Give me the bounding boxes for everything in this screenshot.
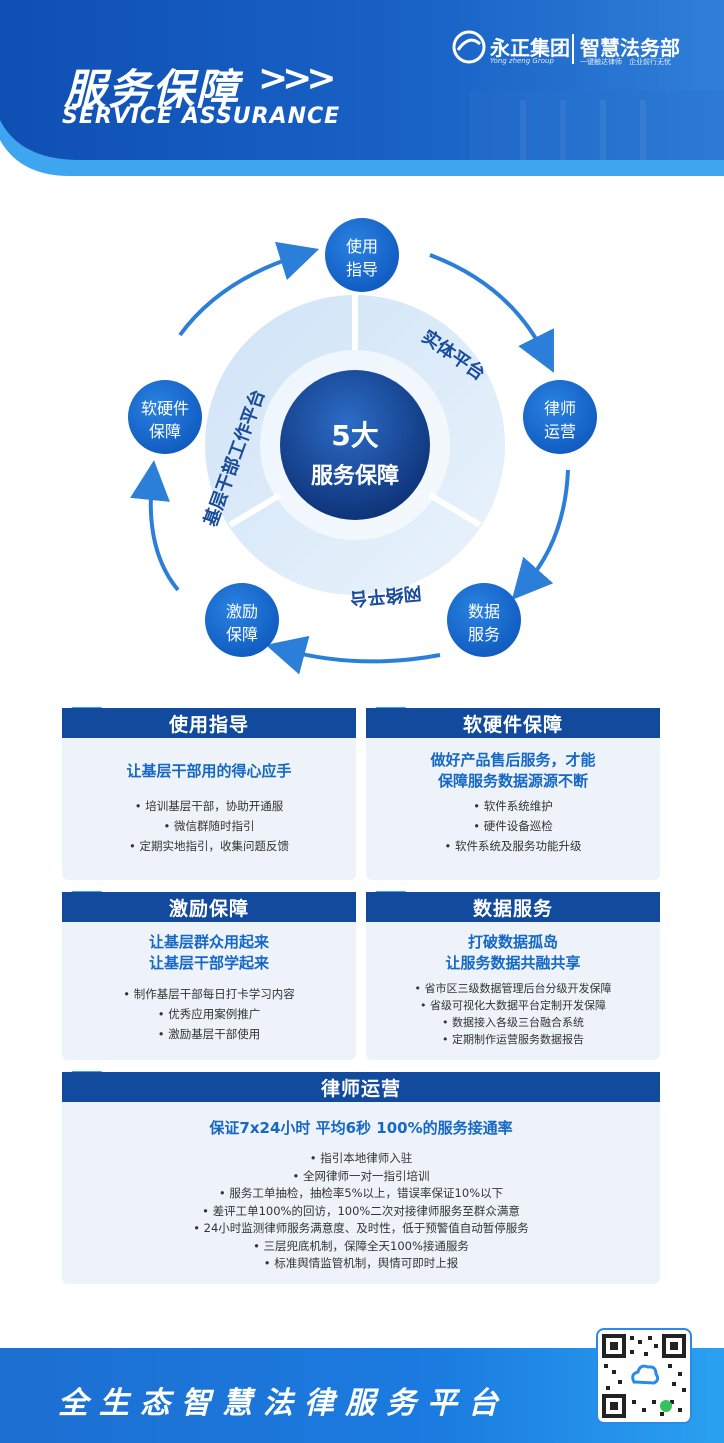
card-usage-guide: 使用指导 让基层干部用的得心应手 • 培训基层干部，协助开通服 • 微信群随时指…	[62, 707, 356, 880]
footer-slogan: 全生态智慧法律服务平台	[58, 1386, 509, 1421]
list-item: • 24小时监测律师服务满意度、及时性，低于预警值自动暂停服务	[193, 1221, 529, 1235]
brand-name: 永正集团	[490, 36, 570, 60]
qr-code[interactable]	[596, 1328, 692, 1424]
brand-name-en: Yong zheng Group	[490, 57, 554, 65]
node-hardware-software: 软硬件 保障	[128, 380, 202, 454]
brand-department: 智慧法务部	[580, 36, 680, 60]
card-incentive: 激励保障 让基层群众用起来 让基层干部学起来 • 制作基层干部每日打卡学习内容 …	[62, 891, 356, 1060]
card-subtitle: 保证7x24小时 平均6秒 100%的服务接通率	[209, 1119, 513, 1137]
list-item: • 硬件设备巡检	[473, 819, 553, 833]
card-hardware-software: 软硬件保障 做好产品售后服务，才能 保障服务数据源源不断 • 软件系统维护 • …	[366, 707, 660, 880]
list-item: • 定期实地指引，收集问题反馈	[129, 839, 289, 853]
brand-tagline: 一键触达律师 企业前行无忧	[580, 58, 671, 66]
list-item: • 全网律师一对一指引培训	[292, 1168, 430, 1183]
card-subtitle: 让基层群众用起来 让基层干部学起来	[148, 933, 269, 972]
cycle-arrow	[265, 635, 441, 675]
list-item: • 指引本地律师入驻	[309, 1151, 413, 1165]
node-usage-guide: 使用 指导	[325, 218, 399, 292]
card-data-service: 数据服务 打破数据孤岛 让服务数据共融共享 • 省市区三级数据管理后台分级开发保…	[366, 891, 660, 1060]
cycle-arrow	[178, 241, 320, 337]
svg-text:数据: 数据	[468, 602, 500, 621]
card-title: 软硬件保障	[366, 708, 660, 738]
node-lawyer-ops: 律师 运营	[523, 380, 597, 454]
logo-icon	[452, 30, 486, 64]
title-arrows: >>>	[258, 58, 336, 99]
center-subtitle: 服务保障	[311, 463, 399, 489]
svg-text:激励: 激励	[226, 602, 258, 621]
card-list: • 指引本地律师入驻 • 全网律师一对一指引培训 • 服务工单抽检，抽检率5%以…	[62, 1150, 660, 1273]
list-item: • 软件系统及服务功能升级	[444, 839, 582, 853]
node-data-service: 数据 服务	[447, 583, 521, 657]
list-item: • 差评工单100%的回访，100%二次对接律师服务至群众满意	[202, 1203, 520, 1218]
cycle-arrow	[429, 253, 554, 373]
svg-text:使用: 使用	[346, 237, 378, 256]
list-item: • 制作基层干部每日打卡学习内容	[123, 987, 295, 1001]
page-title: 服务保障	[64, 65, 241, 114]
list-item: • 激励基层干部使用	[157, 1027, 261, 1041]
svg-text:运营: 运营	[544, 422, 576, 441]
svg-text:保障: 保障	[149, 422, 181, 441]
card-subtitle: 做好产品售后服务，才能 保障服务数据源源不断	[430, 751, 596, 790]
svg-text:服务: 服务	[468, 625, 500, 644]
cycle-arrow	[130, 460, 180, 592]
brand-divider	[572, 34, 574, 64]
card-subtitle: 让基层干部用的得心应手	[126, 762, 292, 780]
card-lawyer-ops: 律师运营 保证7x24小时 平均6秒 100%的服务接通率 • 指引本地律师入驻…	[62, 1071, 660, 1284]
list-item: • 标准舆情监管机制，舆情可即时上报	[263, 1256, 459, 1270]
list-item: • 软件系统维护	[473, 799, 553, 813]
list-item: • 微信群随时指引	[163, 819, 255, 833]
card-title: 激励保障	[62, 892, 356, 922]
service-cycle-diagram: 5大 服务保障 实体平台 网络平台 基层干部工作平台 使用 指导 律师 运营 数…	[128, 218, 597, 675]
page-title-en: SERVICE ASSURANCE	[62, 104, 341, 129]
svg-text:律师: 律师	[544, 399, 576, 418]
svg-text:指导: 指导	[346, 260, 378, 279]
list-item: • 定期制作运营服务数据报告	[442, 1033, 584, 1046]
center-title: 5大	[331, 419, 378, 452]
qr-code-icon	[602, 1334, 686, 1418]
card-subtitle: 打破数据孤岛 让服务数据共融共享	[445, 933, 581, 972]
list-item: • 数据接入各级三台融合系统	[442, 1016, 584, 1029]
cycle-arrow	[511, 469, 570, 600]
card-list: • 培训基层干部，协助开通服 • 微信群随时指引 • 定期实地指引，收集问题反馈	[62, 796, 356, 856]
list-item: • 三层兜底机制，保障全天100%接通服务	[253, 1238, 469, 1253]
list-item: • 省级可视化大数据平台定制开发保障	[420, 999, 606, 1012]
card-title: 使用指导	[62, 708, 356, 738]
header-banner: 服务保障 >>> SERVICE ASSURANCE 永正集团 Yong zhe…	[0, 0, 724, 190]
card-title: 数据服务	[366, 892, 660, 922]
list-item: • 服务工单抽检，抽检率5%以上，错误率保证10%以下	[218, 1186, 504, 1200]
node-incentive: 激励 保障	[205, 583, 279, 657]
card-title: 律师运营	[62, 1072, 660, 1102]
center-circle	[280, 370, 430, 520]
svg-text:软硬件: 软硬件	[141, 399, 189, 418]
list-item: • 省市区三级数据管理后台分级开发保障	[414, 982, 612, 995]
list-item: • 优秀应用案例推广	[157, 1007, 261, 1021]
list-item: • 培训基层干部，协助开通服	[134, 799, 284, 813]
card-list: • 省市区三级数据管理后台分级开发保障 • 省级可视化大数据平台定制开发保障 •…	[366, 980, 660, 1048]
card-list: • 软件系统维护 • 硬件设备巡检 • 软件系统及服务功能升级	[366, 796, 660, 856]
card-list: • 制作基层干部每日打卡学习内容 • 优秀应用案例推广 • 激励基层干部使用	[62, 984, 356, 1044]
header-background	[0, 0, 724, 176]
svg-text:保障: 保障	[226, 625, 258, 644]
